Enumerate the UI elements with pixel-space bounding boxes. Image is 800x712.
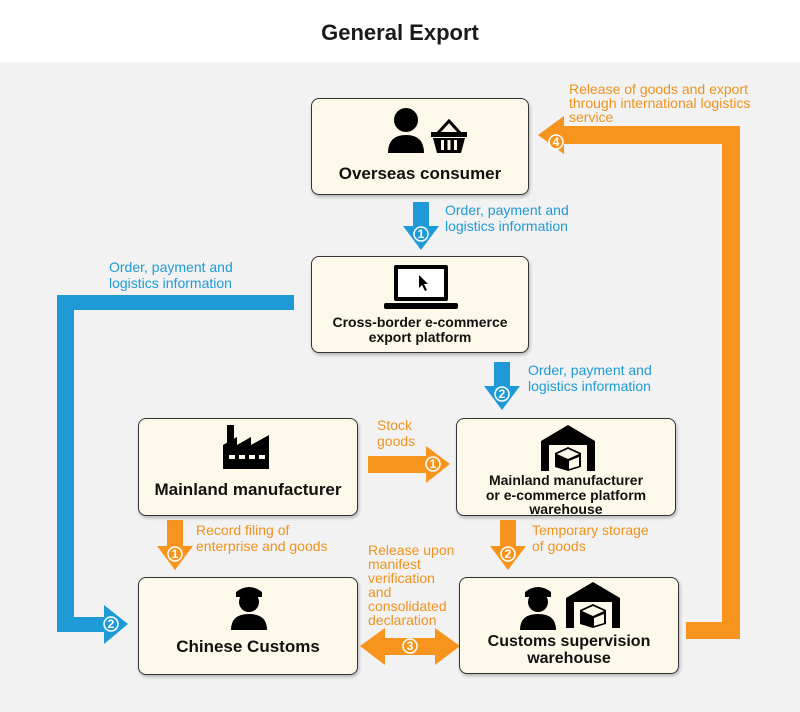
flow-orange-stock: 1 — [368, 446, 450, 483]
platform-label-line1: Cross-border e-commerce — [332, 314, 508, 330]
manufacturer-label: Mainland manufacturer — [154, 480, 342, 499]
node-mainland-manufacturer: Mainland manufacturer — [138, 418, 358, 516]
note-orange-record: Record filing of enterprise and goods — [196, 522, 328, 554]
flow-blue-2-left: 2 — [57, 295, 294, 644]
note-blue-2-down: Order, payment and logistics information — [528, 362, 652, 394]
flow-orange-release: 3 — [360, 628, 460, 665]
note-blue-2-left: Order, payment and logistics information — [109, 259, 233, 291]
shopping-basket-icon — [431, 119, 467, 153]
note-orange-release: Release upon manifest verification and c… — [368, 542, 455, 628]
diagram-title: General Export — [321, 20, 479, 45]
note-orange-export: Release of goods and export through inte… — [569, 81, 751, 125]
node-customs-supervision-warehouse: Customs supervision warehouse — [459, 577, 679, 674]
customs-officer-icon — [520, 587, 556, 630]
supervision-label-line2: warehouse — [527, 649, 611, 667]
warehouse-label-line2: or e-commerce platform — [485, 486, 647, 503]
factory-icon — [223, 425, 269, 469]
node-warehouse: Mainland manufacturer or e-commerce plat… — [456, 418, 676, 518]
warehouse-label-line3: warehouse — [529, 501, 603, 518]
node-cross-border-platform: Cross-border e-commerce export platform — [311, 256, 529, 353]
flow-blue-2-down-number: 2 — [499, 387, 506, 401]
flow-orange-release-number: 3 — [407, 639, 414, 653]
flow-blue-2-left-number: 2 — [108, 617, 115, 631]
flow-orange-record: 1 — [157, 520, 193, 570]
warehouse-icon — [541, 425, 595, 471]
flow-orange-temp-number: 2 — [505, 547, 512, 561]
person-icon — [388, 108, 424, 153]
flow-blue-1-number: 1 — [418, 227, 425, 241]
warehouse-label-line1: Mainland manufacturer — [488, 472, 644, 488]
flow-blue-2-down: 2 — [484, 362, 520, 410]
title-bar — [0, 0, 800, 62]
platform-label-line2: export platform — [368, 328, 472, 345]
flow-orange-export: 4 — [538, 116, 740, 639]
node-overseas-consumer: Overseas consumer — [311, 98, 529, 195]
note-orange-stock: Stock goods — [377, 417, 416, 449]
flow-blue-1: 1 — [403, 202, 439, 250]
customs-officer-icon — [231, 587, 267, 630]
flow-orange-export-number: 4 — [553, 135, 560, 149]
supervision-label-line1: Customs supervision — [487, 633, 651, 650]
flow-orange-stock-number: 1 — [430, 457, 437, 471]
warehouse-icon — [566, 582, 620, 628]
node-chinese-customs: Chinese Customs — [138, 577, 358, 675]
laptop-icon — [384, 265, 458, 309]
note-orange-temp: Temporary storage of goods — [532, 522, 649, 554]
note-blue-1: Order, payment and logistics information — [445, 202, 569, 234]
flow-orange-record-number: 1 — [172, 547, 179, 561]
customs-label: Chinese Customs — [176, 637, 320, 656]
overseas-consumer-label: Overseas consumer — [338, 164, 502, 183]
flow-orange-temp: 2 — [490, 520, 526, 570]
